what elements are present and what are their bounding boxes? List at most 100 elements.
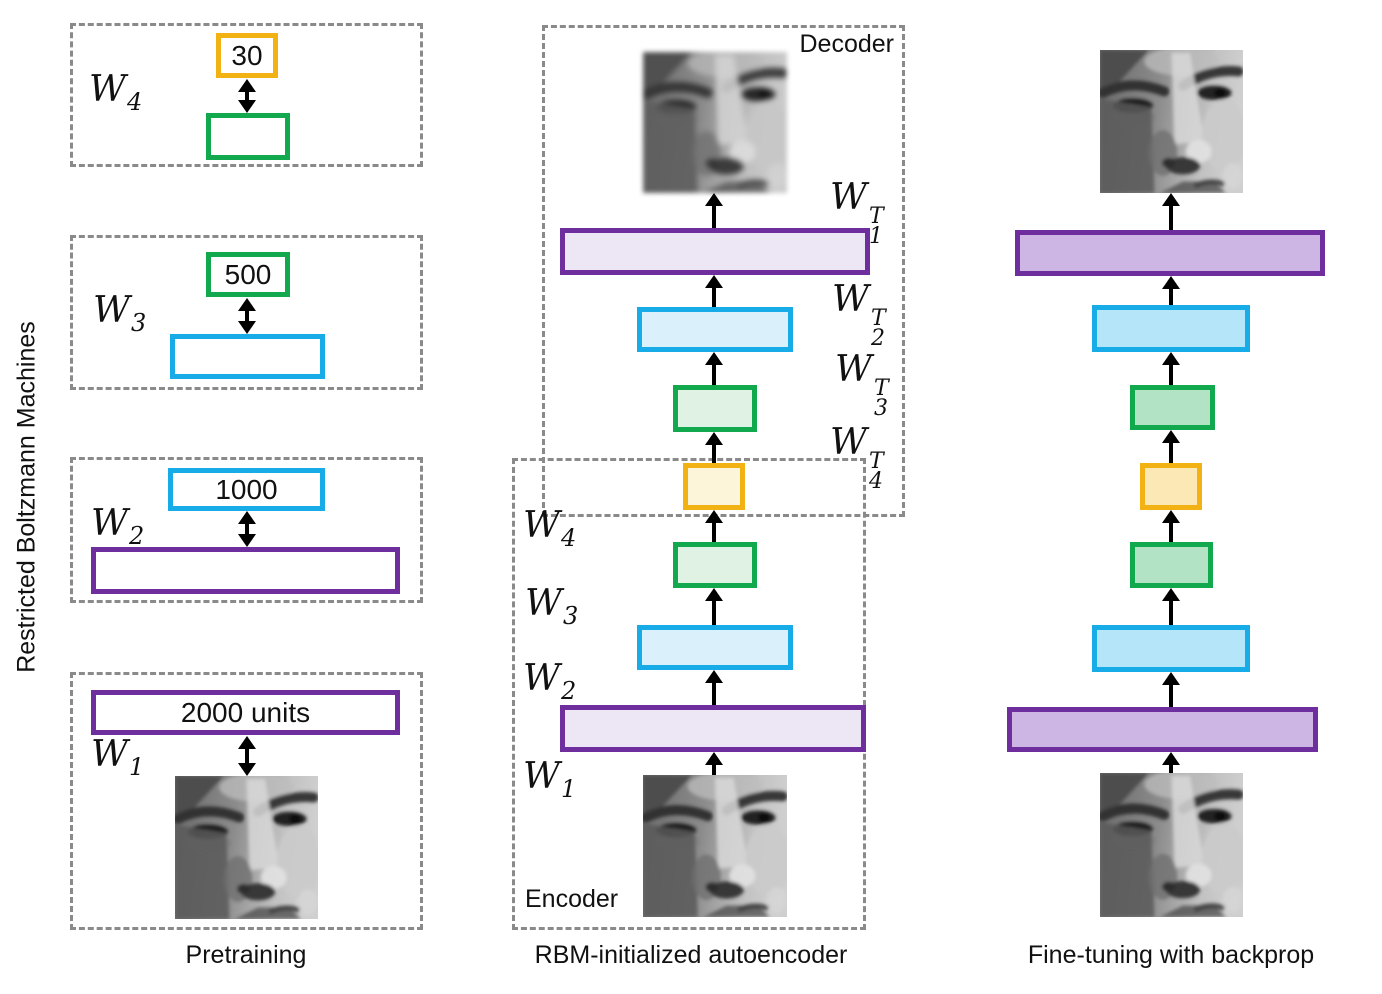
decoder-layer-1000: [637, 307, 793, 352]
up-arrow-icon: [1162, 510, 1180, 542]
face-image-reconstruction: [643, 52, 787, 193]
face-image-input: [643, 775, 787, 917]
weight-sub: 4: [869, 469, 884, 495]
arrow-stem: [1169, 363, 1173, 385]
weight-base: W: [91, 734, 129, 775]
weight-base: W: [525, 583, 563, 624]
face-image-output: [1100, 50, 1243, 193]
weight-sub: 1: [129, 753, 145, 781]
weight-base: W: [91, 503, 129, 544]
weight-base: W: [835, 349, 873, 390]
arrow-head: [705, 193, 723, 206]
arrow-stem: [245, 309, 249, 323]
arrow-head: [238, 511, 256, 524]
up-arrow-icon: [705, 752, 723, 775]
arrow-stem: [712, 681, 716, 705]
rbm-box-w4: W4 30: [70, 23, 423, 167]
weight-sub: 4: [127, 88, 143, 116]
weight-base: W: [830, 177, 868, 218]
arrow-head: [705, 752, 723, 765]
weight-label-w1: W1: [523, 759, 577, 803]
rbm-box-w1: 2000 units W1: [70, 672, 423, 930]
finetune-layer-500-top: [1130, 385, 1215, 430]
decoder-layer-500: [673, 385, 757, 432]
arrow-head: [238, 534, 256, 547]
arrow-stem: [712, 363, 716, 385]
weight-sup: T: [869, 204, 884, 229]
weight-sub: 2: [129, 522, 145, 550]
arrow-head: [238, 79, 256, 92]
arrow-head: [705, 352, 723, 365]
arrow-stem: [1169, 287, 1173, 305]
layer-node: [206, 113, 290, 160]
weight-sub: 3: [131, 309, 147, 337]
weight-sup: T: [869, 449, 884, 474]
double-arrow-icon: [238, 79, 256, 113]
up-arrow-icon: [705, 510, 723, 542]
arrow-stem: [1169, 599, 1173, 625]
arrow-head: [705, 588, 723, 601]
layer-node-1000: 1000: [168, 468, 325, 511]
finetune-layer-1000-top: [1092, 305, 1250, 352]
weight-sub: 4: [561, 524, 577, 552]
up-arrow-icon: [705, 352, 723, 385]
arrow-stem: [712, 286, 716, 307]
encoder-layer-500: [673, 542, 757, 588]
face-image-input: [175, 776, 318, 919]
arrow-head: [1162, 193, 1180, 206]
finetune-layer-2000-top: [1015, 230, 1325, 276]
up-arrow-icon: [705, 275, 723, 307]
weight-base: W: [523, 658, 561, 699]
face-image-input: [1100, 773, 1243, 917]
arrow-head: [705, 670, 723, 683]
up-arrow-icon: [1162, 430, 1180, 463]
weight-base: W: [832, 279, 870, 320]
arrow-stem: [712, 599, 716, 625]
weight-base: W: [93, 290, 131, 331]
layer-node-500: 500: [206, 252, 290, 297]
weight-label-w4: W4: [523, 508, 577, 552]
finetune-code-layer-30: [1140, 463, 1202, 510]
layer-node: [91, 547, 400, 594]
arrow-head: [1162, 276, 1180, 289]
arrow-head: [705, 275, 723, 288]
up-arrow-icon: [1162, 588, 1180, 625]
finetune-layer-1000-bottom: [1092, 625, 1250, 672]
decoder-label: Decoder: [799, 30, 895, 58]
double-arrow-icon: [238, 298, 256, 334]
arrow-stem: [712, 763, 716, 775]
encoder-label: Encoder: [525, 885, 619, 913]
arrow-stem: [712, 204, 716, 228]
weight-label-w4: W4: [89, 72, 143, 116]
arrow-head: [1162, 672, 1180, 685]
rbm-box-w2: 1000 W2: [70, 457, 423, 603]
decoder-layer-2000: [560, 228, 870, 275]
finetune-layer-2000-bottom: [1007, 707, 1318, 752]
arrow-stem: [1169, 521, 1173, 542]
arrow-head: [1162, 752, 1180, 765]
up-arrow-icon: [705, 193, 723, 228]
encoder-layer-2000: [560, 705, 866, 752]
weight-label-w2: W2: [91, 503, 145, 550]
arrow-stem: [712, 443, 716, 463]
weight-sub: 3: [874, 396, 889, 422]
arrow-head: [238, 100, 256, 113]
arrow-head: [1162, 510, 1180, 523]
arrow-stem: [245, 522, 249, 536]
arrow-head: [705, 432, 723, 445]
weight-sup: T: [871, 306, 886, 331]
up-arrow-icon: [705, 432, 723, 463]
layer-node-2000: 2000 units: [91, 690, 400, 735]
arrow-head: [1162, 430, 1180, 443]
up-arrow-icon: [705, 670, 723, 705]
weight-sub: 1: [869, 224, 884, 250]
weight-sub: 1: [561, 775, 577, 803]
arrow-head: [1162, 588, 1180, 601]
code-layer-30: [683, 463, 745, 510]
layer-node-30: 30: [216, 33, 278, 78]
arrow-head: [238, 321, 256, 334]
up-arrow-icon: [1162, 672, 1180, 707]
arrow-stem: [1169, 204, 1173, 230]
